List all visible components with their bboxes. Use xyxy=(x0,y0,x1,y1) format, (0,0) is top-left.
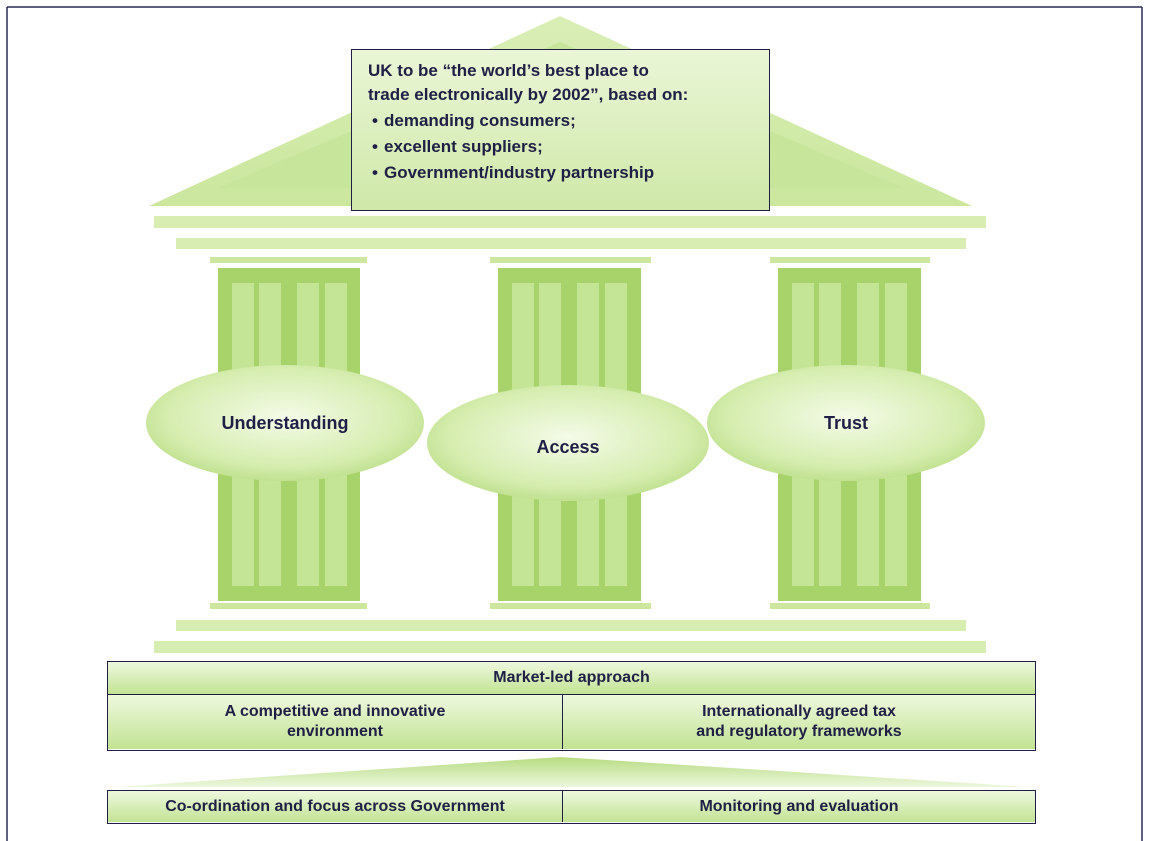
foundation-right-line1: Internationally agreed tax xyxy=(702,703,896,720)
bullet-dot-icon: • xyxy=(372,111,378,130)
oval-access xyxy=(427,385,709,501)
vision-bullet: • demanding consumers; xyxy=(372,109,755,133)
vision-bullet-list: • demanding consumers; • excellent supplie… xyxy=(368,109,755,185)
column-base-left xyxy=(210,603,367,609)
vision-bullet-text: demanding consumers; xyxy=(384,111,576,130)
step-upper xyxy=(176,620,966,631)
vision-bullet-text: excellent suppliers; xyxy=(384,137,543,156)
capital-middle xyxy=(490,257,651,263)
oval-trust xyxy=(707,365,985,481)
base-right-cell: Monitoring and evaluation xyxy=(563,791,1035,822)
entablature-bottom-slab xyxy=(176,238,966,249)
foundation-right-line2: and regulatory frameworks xyxy=(696,723,902,740)
foundation-right-cell: Internationally agreed tax and regulator… xyxy=(563,695,1035,749)
foundation-left-line2: environment xyxy=(286,723,383,740)
vision-bullet: • Government/industry partnership xyxy=(372,161,755,185)
foundation-left-line1: A competitive and innovative xyxy=(224,703,446,720)
column-base-right xyxy=(770,603,930,609)
foundation-left-cell: A competitive and innovative environment xyxy=(108,695,563,749)
vision-statement-line2: trade electronically by 2002”, based on: xyxy=(368,85,689,104)
foundation-header-text: Market-led approach xyxy=(493,669,650,686)
foundation-table: Market-led approach A competitive and in… xyxy=(107,661,1036,751)
oval-understanding xyxy=(146,365,424,481)
capital-right xyxy=(770,257,930,263)
pillar-label-access: Access xyxy=(536,437,600,457)
vision-statement-line1: UK to be “the world’s best place to xyxy=(368,61,649,80)
base-right-text: Monitoring and evaluation xyxy=(699,797,899,815)
bullet-dot-icon: • xyxy=(372,137,378,156)
vision-bullet-text: Government/industry partnership xyxy=(384,163,655,182)
vision-bullet: • excellent suppliers; xyxy=(372,135,755,159)
vision-statement-box: UK to be “the world’s best place to trad… xyxy=(351,49,770,211)
foundation-header: Market-led approach xyxy=(108,662,1035,695)
foundation-row: A competitive and innovative environment… xyxy=(108,695,1035,749)
column-base-middle xyxy=(490,603,651,609)
base-left-text: Co-ordination and focus across Governmen… xyxy=(165,797,505,815)
base-left-cell: Co-ordination and focus across Governmen… xyxy=(108,791,563,822)
entablature-top-slab xyxy=(154,216,986,228)
bullet-dot-icon: • xyxy=(372,163,378,182)
base-row: Co-ordination and focus across Governmen… xyxy=(108,791,1035,822)
capital-left xyxy=(210,257,367,263)
step-lower xyxy=(154,641,986,653)
base-table: Co-ordination and focus across Governmen… xyxy=(107,790,1036,824)
pillar-label-understanding: Understanding xyxy=(221,413,349,433)
pillar-label-trust: Trust xyxy=(823,413,868,433)
ground-wedge xyxy=(115,757,1030,787)
